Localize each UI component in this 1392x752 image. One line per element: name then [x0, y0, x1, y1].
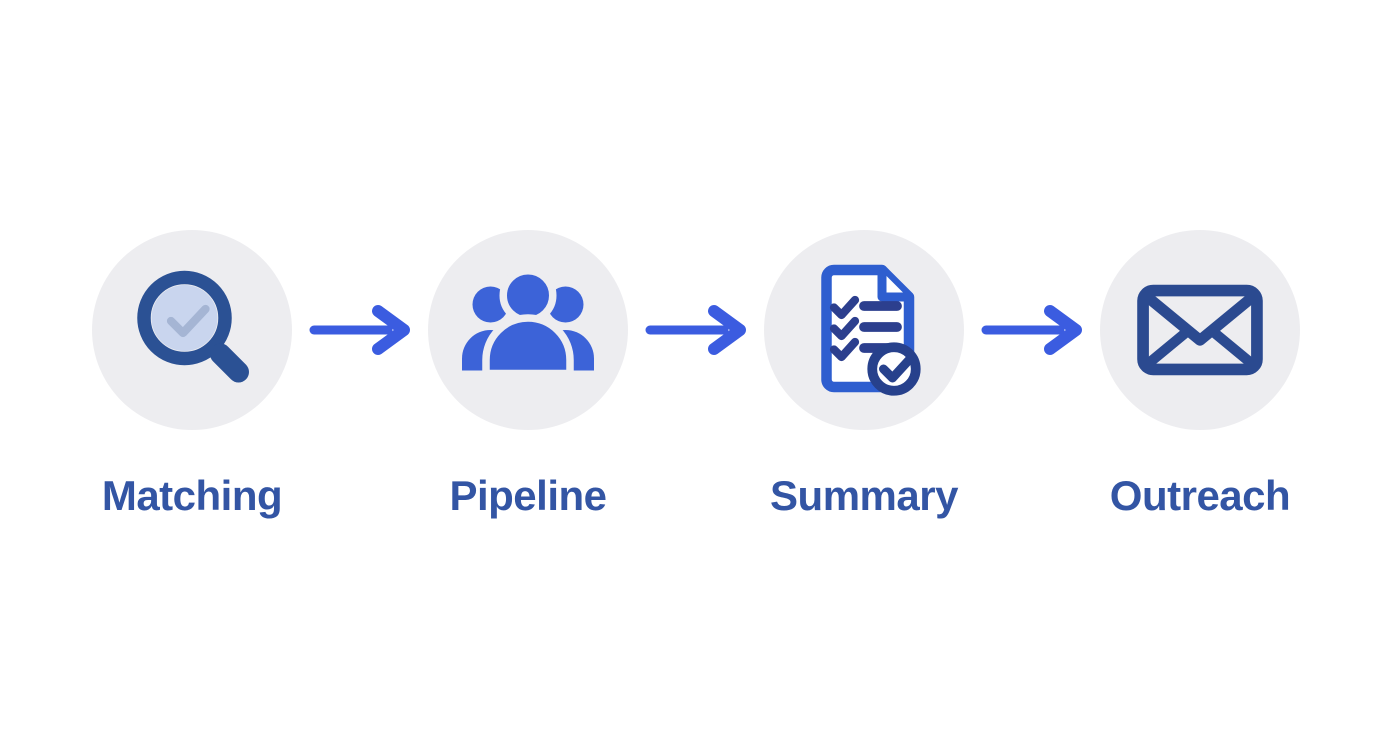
step-circle — [1100, 230, 1300, 430]
people-group-icon — [462, 267, 594, 378]
step-label: Pipeline — [449, 472, 607, 519]
step-pipeline: Pipeline — [428, 230, 628, 520]
flow-arrow — [628, 230, 764, 360]
step-circle — [92, 230, 292, 430]
step-summary: Summary — [764, 230, 964, 520]
step-circle — [428, 230, 628, 430]
workflow-flow-row: Matching Pipeline — [92, 230, 1300, 520]
step-outreach: Outreach — [1100, 230, 1300, 520]
flow-arrow — [292, 230, 428, 360]
arrow-right-icon — [645, 305, 746, 355]
arrow-right-icon — [981, 305, 1082, 355]
step-matching: Matching — [92, 230, 292, 520]
magnifier-check-icon — [137, 270, 249, 383]
document-checklist-icon — [821, 264, 921, 396]
arrow-right-icon — [309, 305, 410, 355]
step-label: Summary — [770, 472, 958, 519]
step-label: Outreach — [1109, 472, 1291, 519]
envelope-icon — [1137, 284, 1263, 376]
flow-arrow — [964, 230, 1100, 360]
step-label: Matching — [101, 472, 283, 519]
step-circle — [764, 230, 964, 430]
